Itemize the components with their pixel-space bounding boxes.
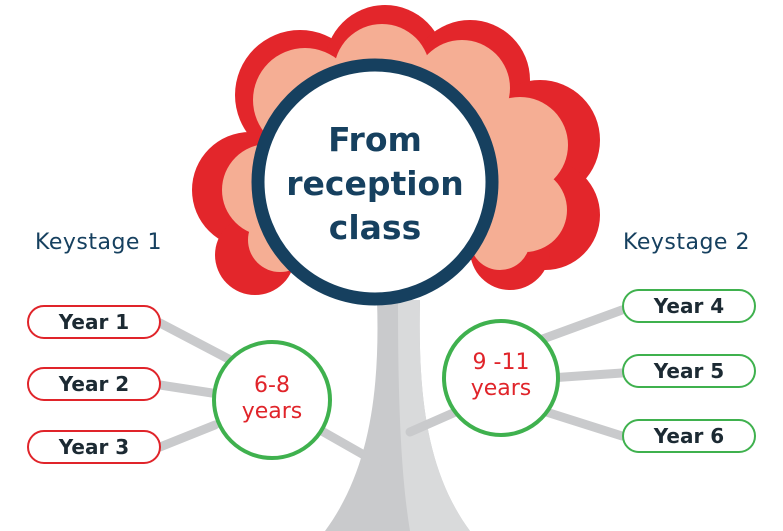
ks1-age-unit: years bbox=[241, 399, 303, 424]
connector-year2 bbox=[155, 380, 217, 398]
ks2-age-circle bbox=[442, 319, 560, 437]
connector-year4 bbox=[535, 305, 627, 345]
ks2-age-range: 9 -11 bbox=[472, 350, 530, 375]
year2-pill: Year 2 bbox=[27, 367, 161, 401]
year5-pill: Year 5 bbox=[622, 354, 756, 388]
connector-ks2-trunk bbox=[405, 405, 465, 437]
year4-pill: Year 4 bbox=[622, 289, 756, 323]
ks1-age-circle bbox=[212, 340, 332, 460]
connector-year1 bbox=[155, 318, 245, 370]
keystage2-label: Keystage 2 bbox=[623, 230, 750, 255]
connector-year5 bbox=[545, 368, 627, 383]
year6-pill: Year 6 bbox=[622, 419, 756, 453]
tree-trunk-highlight bbox=[398, 300, 470, 531]
ks1-age-range: 6-8 bbox=[254, 373, 290, 398]
connector-year3 bbox=[155, 420, 220, 452]
year3-pill: Year 3 bbox=[27, 430, 161, 464]
center-line-1: From bbox=[328, 120, 422, 159]
connector-ks1-trunk bbox=[315, 425, 383, 468]
keystage1-label: Keystage 1 bbox=[35, 230, 162, 255]
ks2-age-unit: years bbox=[470, 376, 532, 401]
year1-pill: Year 1 bbox=[27, 305, 161, 339]
center-line-2: reception bbox=[286, 164, 464, 203]
connector-year6 bbox=[535, 405, 627, 441]
ks2-age-label: 9 -11 years bbox=[451, 350, 551, 402]
center-circle bbox=[251, 58, 499, 306]
center-title: From reception class bbox=[270, 118, 480, 250]
ks1-age-label: 6-8 years bbox=[222, 373, 322, 425]
center-line-3: class bbox=[328, 208, 422, 247]
